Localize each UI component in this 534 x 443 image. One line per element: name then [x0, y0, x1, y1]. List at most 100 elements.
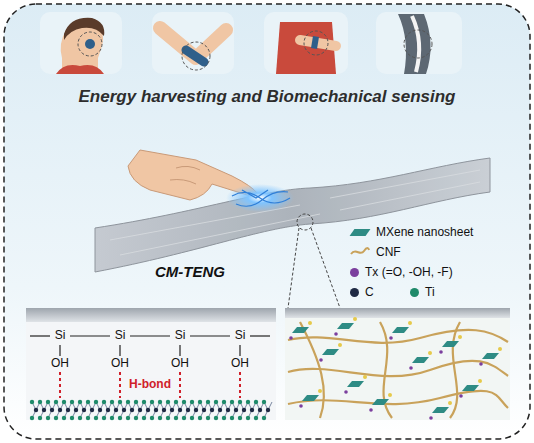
arm-icon — [152, 12, 234, 74]
ti-atom — [86, 400, 90, 404]
group-dot — [498, 347, 502, 351]
device-name: CM-TENG — [155, 263, 225, 280]
c-atom — [138, 408, 142, 412]
group-dot — [338, 343, 342, 347]
c-atom — [146, 408, 150, 412]
legend-item: C — [350, 284, 374, 300]
ti-atom — [110, 416, 114, 420]
c-atom — [226, 408, 230, 412]
ti-atom — [142, 400, 146, 404]
ti-atom — [222, 416, 226, 420]
ti-atom — [126, 400, 130, 404]
ti-atom — [246, 400, 250, 404]
group-dot — [479, 362, 483, 366]
group-dot — [458, 335, 462, 339]
ti-atom — [150, 416, 154, 420]
ti-atom — [102, 416, 106, 420]
ti-atom — [70, 416, 74, 420]
mxene-lattice — [30, 400, 272, 420]
ti-atom — [30, 400, 34, 404]
legend-text: Tx (=O, -OH, -F) — [365, 265, 453, 279]
bond-label: H-bond — [126, 378, 174, 392]
ti-atom — [182, 416, 186, 420]
ti-atom — [134, 400, 138, 404]
knee-icon — [376, 12, 462, 74]
ti-atom — [142, 416, 146, 420]
c-atom — [178, 408, 182, 412]
c-atom — [106, 408, 110, 412]
ti-atom — [118, 416, 122, 420]
c-atom — [202, 408, 206, 412]
ti-atom — [174, 400, 178, 404]
ti-atom — [230, 416, 234, 420]
ti-atom — [110, 400, 114, 404]
c-atom — [130, 408, 134, 412]
mxene-flake — [347, 381, 364, 387]
atom-swatch — [350, 268, 359, 277]
group-dot — [344, 390, 348, 394]
ti-atom — [246, 416, 250, 420]
legend-item: Tx (=O, -OH, -F) — [350, 264, 453, 280]
ti-atom — [62, 416, 66, 420]
group-dot — [478, 379, 482, 383]
mxene-flake — [337, 323, 354, 329]
ti-atom — [118, 400, 122, 404]
ti-atom — [198, 416, 202, 420]
mxene-flake — [322, 349, 339, 355]
ti-atom — [190, 400, 194, 404]
c-atom — [122, 408, 126, 412]
ti-atom — [94, 400, 98, 404]
legend-item: Ti — [410, 284, 435, 300]
ti-atom — [30, 416, 34, 420]
c-atom — [210, 408, 214, 412]
ti-atom — [158, 416, 162, 420]
ti-atom — [182, 400, 186, 404]
ti-atom — [238, 416, 242, 420]
ti-atom — [46, 400, 50, 404]
ti-atom — [238, 400, 242, 404]
flake-swatch — [350, 229, 371, 236]
fiber-sample — [351, 248, 369, 254]
group-dot — [334, 332, 338, 336]
c-atom — [242, 408, 246, 412]
ti-atom — [254, 416, 258, 420]
group-dot — [353, 317, 357, 321]
atom-label: Si — [235, 329, 246, 343]
c-atom — [162, 408, 166, 412]
mxene-flake — [482, 353, 499, 359]
ti-atom — [126, 416, 130, 420]
c-atom — [50, 408, 54, 412]
ti-atom — [86, 416, 90, 420]
c-atom — [114, 408, 118, 412]
group-dot — [408, 321, 412, 325]
ti-atom — [46, 416, 50, 420]
group-dot — [428, 351, 432, 355]
legend-text: CNF — [376, 245, 401, 259]
group-label: OH — [111, 357, 129, 371]
group-dot — [389, 336, 393, 340]
c-atom — [194, 408, 198, 412]
ti-atom — [190, 416, 194, 420]
mxene-flake — [392, 327, 409, 333]
ti-atom — [102, 400, 106, 404]
ti-atom — [222, 400, 226, 404]
group-dot — [439, 350, 443, 354]
magnifier — [288, 214, 340, 308]
c-atom — [186, 408, 190, 412]
legend-text: MXene nanosheet — [376, 225, 473, 239]
ti-atom — [38, 416, 42, 420]
legend-text: Ti — [425, 285, 435, 299]
mxene-flake — [412, 357, 429, 363]
c-atom — [154, 408, 158, 412]
ti-atom — [254, 400, 258, 404]
mxene-flake — [442, 341, 459, 347]
mxene-flake — [302, 395, 319, 401]
c-atom — [266, 408, 270, 412]
group-label: OH — [51, 357, 69, 371]
ti-atom — [230, 400, 234, 404]
atom-swatch — [350, 288, 359, 297]
ti-atom — [54, 416, 58, 420]
c-atom — [74, 408, 78, 412]
group-label: OH — [171, 357, 189, 371]
